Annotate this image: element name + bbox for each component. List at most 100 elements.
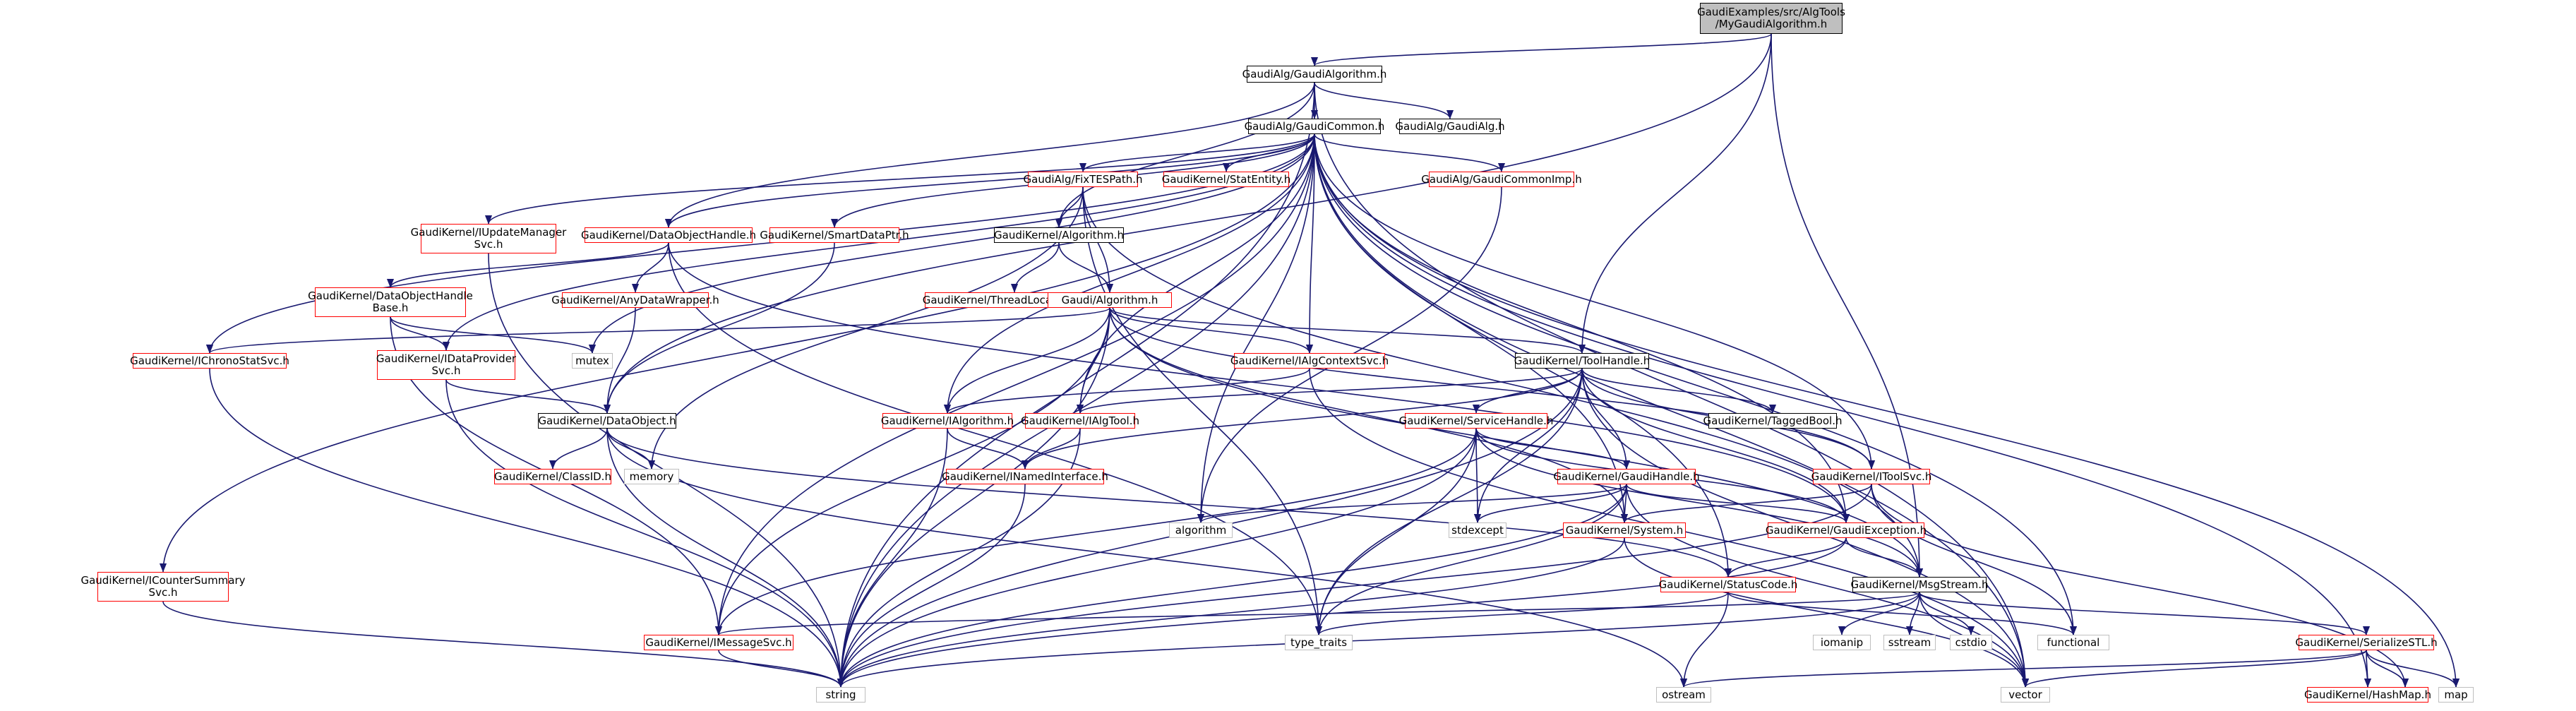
node-root-mygaudialgorithm: GaudiExamples/src/AlgTools /MyGaudiAlgor…: [1697, 3, 1845, 34]
edge-dataobjecthandlebase-to-idataprovidersvc: [390, 316, 450, 351]
edge-msgstream-to-sstream: [1905, 592, 1920, 635]
node-statuscode[interactable]: GaudiKernel/StatusCode.h: [1659, 577, 1797, 592]
node-ialgcontextsvc[interactable]: GaudiKernel/IAlgContextSvc.h: [1230, 353, 1389, 369]
node-vector: vector: [2001, 687, 2050, 703]
edge-ialgorithm_impl-to-toolhandle: [1109, 307, 1586, 354]
node-string: string: [816, 687, 865, 703]
edge-serializestl-to-list: [2366, 650, 2409, 688]
edge-itoolsvc-to-system: [1621, 484, 1872, 523]
node-ialgorithm[interactable]: GaudiKernel/IAlgorithm.h: [881, 413, 1014, 429]
node-type-traits: type_traits: [1285, 635, 1353, 650]
edge-ialgorithm_impl-to-ialgcontextsvc: [1109, 307, 1314, 354]
node-fixtespath[interactable]: GaudiAlg/FixTESPath.h: [1024, 172, 1143, 187]
edge-system-to-string: [837, 537, 1625, 688]
node-gaudicommon[interactable]: GaudiAlg/GaudiCommon.h: [1245, 119, 1384, 134]
edge-gaudihandle-to-algorithm_std: [1197, 484, 1627, 523]
edge-imessagesvc-to-string: [718, 650, 845, 688]
node-memory: memory: [624, 469, 679, 484]
edge-gaudicommon-to-ichronostatsvc: [206, 133, 1315, 354]
node-gaudi-algorithm[interactable]: Gaudi/Algorithm.h: [1048, 292, 1172, 308]
node-sstream: sstream: [1883, 635, 1936, 650]
edge-icountersummary-to-string: [162, 601, 844, 688]
node-gaudialg[interactable]: GaudiAlg/GaudiAlg.h: [1395, 119, 1505, 134]
edge-msgstream-to-iomanip: [1838, 592, 1920, 635]
edge-gaudicommon-to-ialgcontextsvc: [1305, 133, 1315, 354]
node-dataobject[interactable]: GaudiKernel/DataObject.h: [538, 413, 676, 429]
node-itoolsvc[interactable]: GaudiKernel/IToolSvc.h: [1811, 469, 1931, 484]
node-serializestl[interactable]: GaudiKernel/SerializeSTL.h: [2295, 635, 2438, 650]
node-gaudialgorithm[interactable]: GaudiAlg/GaudiAlgorithm.h: [1242, 66, 1386, 83]
edge-dataobjecthandle-to-gaudiexception: [668, 242, 1850, 523]
edge-gaudiexception-to-string: [837, 537, 1847, 688]
edge-toolhandle-to-ialgtool: [1077, 368, 1583, 414]
edge-msgstream-to-imessagesvc: [715, 592, 1920, 635]
node-dataobjecthandle[interactable]: GaudiKernel/DataObjectHandle.h: [581, 227, 756, 243]
edge-ialgorithm_impl-to-ialgorithm: [943, 307, 1110, 414]
edge-ialgorithm_impl-to-ichronostatsvc: [206, 307, 1110, 354]
edge-gaudialgorithm-to-dataobjecthandle: [664, 82, 1315, 228]
edge-gaudicommon-to-itoolsvc: [1314, 133, 1876, 470]
node-stdexcept: stdexcept: [1449, 522, 1506, 538]
node-icountersummarysvc[interactable]: GaudiKernel/ICounterSummary Svc.h: [80, 572, 246, 602]
edge-gaudihandle-to-type_traits: [1314, 484, 1627, 635]
edge-gaudihandle-to-gaudiexception: [1626, 484, 1850, 523]
edge-dataobjecthandle-to-dataobjecthandlebase: [387, 242, 669, 288]
node-imessagesvc[interactable]: GaudiKernel/IMessageSvc.h: [644, 635, 793, 650]
node-gaudicommonimp[interactable]: GaudiAlg/GaudiCommonImp.h: [1421, 172, 1582, 187]
edge-ialgtool-to-inamedinterface: [1021, 428, 1081, 470]
edge-gaudicommon-to-fixtespath: [1079, 133, 1315, 172]
edge-algorithm-to-threadlocalcontext: [1010, 242, 1060, 293]
edge-fixtespath-to-type_traits: [1082, 186, 1323, 635]
node-idataprovidersvc[interactable]: GaudiKernel/IDataProvider Svc.h: [376, 350, 516, 380]
edge-gaudicommon-to-map: [1314, 133, 2460, 688]
edge-gaudialgorithm-to-algorithm: [1055, 82, 1315, 228]
node-classid[interactable]: GaudiKernel/ClassID.h: [494, 469, 611, 484]
node-kernel-algorithm[interactable]: GaudiKernel/Algorithm.h: [994, 227, 1124, 243]
edge-serializestl-to-hashmap: [2364, 650, 2372, 688]
node-toolhandle[interactable]: GaudiKernel/ToolHandle.h: [1514, 353, 1650, 369]
node-std-algorithm: algorithm: [1169, 522, 1233, 538]
edge-idataprovidersvc-to-string: [445, 379, 845, 688]
edge-ialgorithm-to-string: [837, 428, 948, 688]
edge-ialgorithm_impl-to-string: [837, 307, 1110, 688]
node-msgstream[interactable]: GaudiKernel/MsgStream.h: [1851, 577, 1989, 592]
node-servicehandle[interactable]: GaudiKernel/ServiceHandle.h: [1399, 413, 1553, 429]
node-gaudiexception[interactable]: GaudiKernel/GaudiException.h: [1766, 522, 1927, 538]
node-inamedinterface[interactable]: GaudiKernel/INamedInterface.h: [942, 469, 1108, 484]
node-hashmap[interactable]: GaudiKernel/HashMap.h: [2304, 687, 2431, 703]
edge-gaudialgorithm-to-vector: [1314, 82, 2030, 688]
node-taggedbool[interactable]: GaudiKernel/TaggedBool.h: [1703, 413, 1842, 429]
edge-statuscode-to-functional: [1727, 592, 2077, 635]
edge-statuscode-to-type_traits: [1315, 592, 1729, 635]
edge-inamedinterface-to-string: [837, 484, 1026, 688]
edge-gaudicommon-to-dataobjecthandle: [665, 133, 1315, 228]
edge-gaudicommon-to-gaudicommonimp: [1314, 133, 1505, 172]
edge-msgstream-to-cstdio: [1919, 592, 1975, 635]
node-system[interactable]: GaudiKernel/System.h: [1563, 522, 1686, 538]
node-iupdatemanagersvc[interactable]: GaudiKernel/IUpdateManager Svc.h: [411, 224, 566, 253]
edge-dataobjecthandle-to-anydatawrapper: [631, 242, 669, 293]
edge-servicehandle-to-gaudihandle: [1475, 428, 1631, 470]
edge-msgstream-to-serializestl: [1919, 592, 2370, 635]
edge-dataobject-to-string: [606, 428, 845, 688]
edge-idataprovidersvc-to-dataobject: [445, 379, 611, 414]
edge-ialgorithm_impl-to-itoolsvc: [1109, 307, 1876, 470]
node-ichronostatsvc[interactable]: GaudiKernel/IChronoStatSvc.h: [130, 353, 289, 369]
node-anydatawrapper[interactable]: GaudiKernel/AnyDataWrapper.h: [551, 292, 719, 308]
node-gaudihandle[interactable]: GaudiKernel/GaudiHandle.h: [1553, 469, 1700, 484]
edge-ialgorithm_impl-to-imessagesvc: [714, 307, 1110, 635]
edge-servicehandle-to-type_traits: [1314, 428, 1477, 635]
edge-gaudihandle-to-vector: [1626, 484, 2030, 688]
node-statentity[interactable]: GaudiKernel/StatEntity.h: [1162, 172, 1290, 187]
edge-algorithm-to-ialgorithm_impl: [1058, 242, 1114, 293]
node-ialgtool[interactable]: GaudiKernel/IAlgTool.h: [1021, 413, 1139, 429]
edge-root-to-toolhandle: [1578, 33, 1772, 354]
edge-root-to-gaudialgorithm: [1311, 33, 1772, 66]
node-dataobjecthandlebase[interactable]: GaudiKernel/DataObjectHandle Base.h: [308, 287, 473, 317]
edge-statuscode-to-ostream: [1679, 592, 1729, 688]
edge-gaudihandle-to-stdexcept: [1473, 484, 1627, 523]
node-ostream: ostream: [1656, 687, 1711, 703]
node-smartdataptr[interactable]: GaudiKernel/SmartDataPtr.h: [760, 227, 909, 243]
node-cstdio: cstdio: [1950, 635, 1992, 650]
edge-anydatawrapper-to-dataobject: [603, 307, 636, 414]
